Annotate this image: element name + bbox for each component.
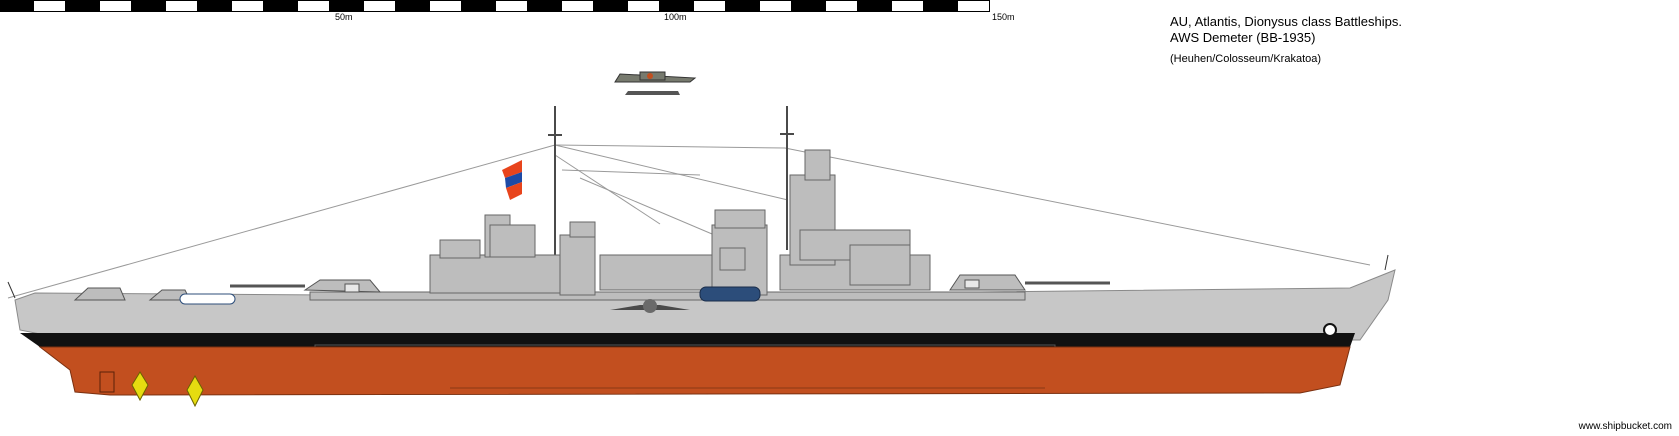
scale-bar-segment [660,0,693,12]
scale-bar-segment [198,0,231,12]
scale-bar-segment [792,0,825,12]
lifeboats [179,286,761,305]
ship-class-title: AU, Atlantis, Dionysus class Battleships… [1170,14,1402,29]
ship-name-title: AWS Demeter (BB-1935) [1170,30,1316,45]
scale-bar-segment [33,0,66,12]
scale-bar-segment [693,0,726,12]
bow-emblem [1323,323,1337,337]
scale-bar-segment [957,0,990,12]
title-block: AU, Atlantis, Dionysus class Battleships… [1170,14,1402,66]
scale-bar-segment [165,0,198,12]
propellers [99,371,204,408]
scale-label-50m: 50m [335,12,353,22]
scale-bar-segment [858,0,891,12]
scale-bar-segment [891,0,924,12]
scale-bar-segment [759,0,792,12]
scale-bar-segment [495,0,528,12]
scale-bar-segment [264,0,297,12]
rigging-lines [7,144,1371,299]
scale-bar-segment [627,0,660,12]
scale-bar-segment [132,0,165,12]
scale-bar-segment [99,0,132,12]
scale-bar-segment [429,0,462,12]
deck-aircraft [610,299,690,313]
scale-bar-segment [0,0,33,12]
scale-label-100m: 100m [664,12,687,22]
ship-credits: (Heuhen/Colosseum/Krakatoa) [1170,53,1322,65]
scale-bar-segment [396,0,429,12]
scale-bar [0,0,1005,12]
scale-bar-segment [330,0,363,12]
scale-bar-segment [462,0,495,12]
scale-bar-segment [66,0,99,12]
scale-bar-segment [825,0,858,12]
scale-bar-segment [561,0,594,12]
scale-bar-segment [528,0,561,12]
hull-upper [14,269,1396,371]
scale-bar-segment [363,0,396,12]
scale-bar-segment [594,0,627,12]
credit-text: www.shipbucket.com [1578,421,1672,432]
hull-lower-antifouling [38,346,1351,396]
scale-bar-segment [231,0,264,12]
scale-label-150m: 150m [992,12,1015,22]
superstructure [309,149,1026,301]
jackstaffs [7,254,1389,299]
flag [502,160,522,200]
seaplane [614,71,697,95]
scale-bar-segment [924,0,957,12]
scale-bar-segment [726,0,759,12]
scale-bar-segment [297,0,330,12]
